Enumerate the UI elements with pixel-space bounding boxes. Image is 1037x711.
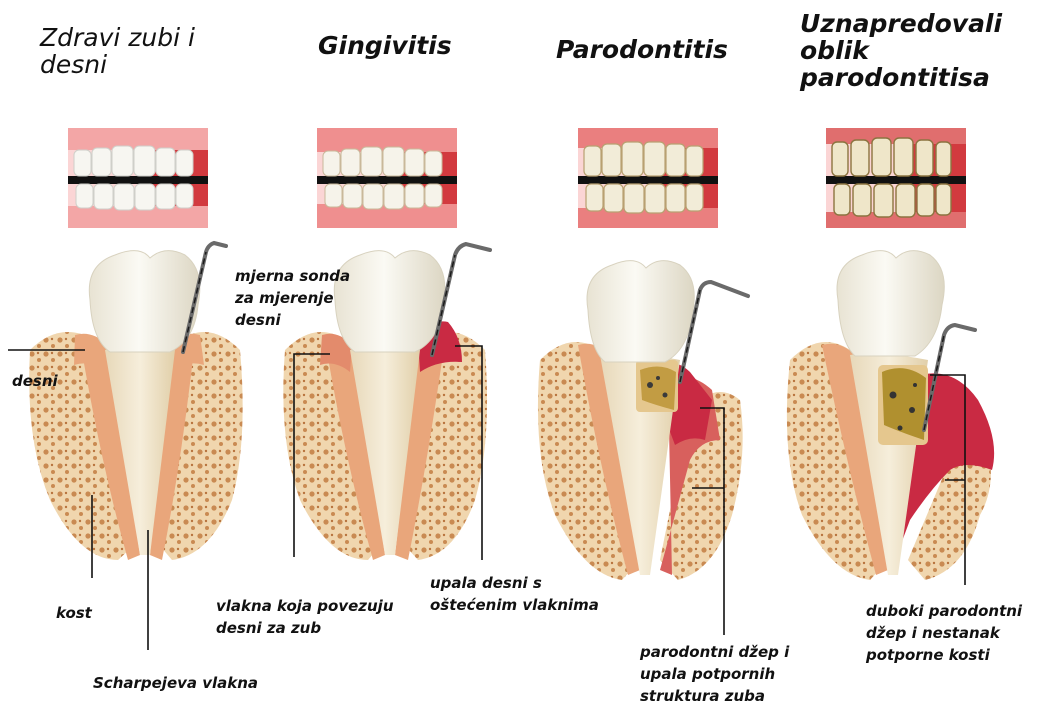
label-gum: desni	[12, 370, 58, 392]
tooth-cross-section-icon	[787, 251, 994, 580]
label-probe: mjerna sonda za mjerenje desni	[235, 265, 367, 331]
tooth-cross-section-icon	[538, 261, 743, 580]
label-sharpey-fibers: Scharpejeva vlakna	[93, 672, 258, 694]
label-pocket: parodontni džep i upala potpornih strukt…	[640, 641, 815, 707]
label-inflamed-gum: upala desni s oštećenim vlaknima	[430, 572, 630, 616]
label-bone: kost	[56, 602, 92, 624]
tooth-cross-section-icon	[29, 251, 243, 560]
label-fibers: vlakna koja povezuju desni za zub	[216, 595, 416, 639]
label-deep-pocket: duboki parodontni džep i nestanak potpor…	[866, 600, 1037, 666]
